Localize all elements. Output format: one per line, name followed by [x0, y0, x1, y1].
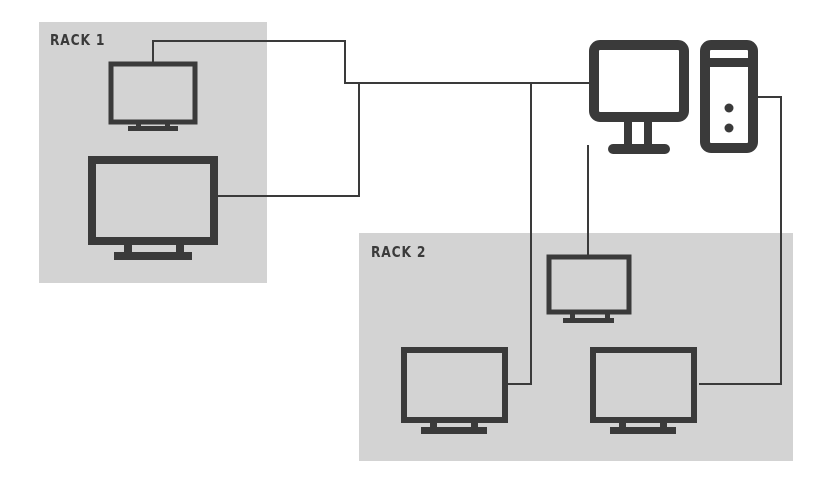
- rack-2-label: RACK 2: [371, 243, 427, 261]
- connections: [152, 40, 782, 385]
- monitor-icon: [401, 347, 508, 434]
- connection-line-rack1-small: [152, 40, 589, 84]
- connection-line-rack1-large: [218, 83, 360, 197]
- connection-line-rack2-right: [699, 96, 782, 385]
- connection-line-rack2-left: [508, 83, 532, 385]
- monitor-icon: [108, 61, 198, 131]
- pc-tower-icon: [700, 40, 758, 153]
- monitor-icon: [590, 347, 697, 434]
- rack-1-label: RACK 1: [50, 31, 106, 49]
- desktop-monitor-icon: [589, 40, 689, 154]
- monitor-icon: [546, 254, 632, 323]
- monitor-icon: [88, 156, 218, 260]
